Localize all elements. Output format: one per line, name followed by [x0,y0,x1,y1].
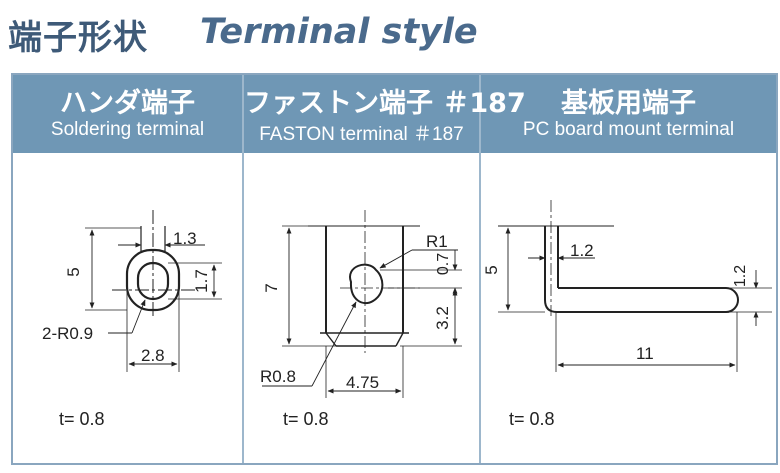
dim-label: 1.3 [173,229,197,248]
pcboard-terminal-drawing [498,200,772,372]
column-header-en: Soldering terminal [50,119,205,140]
column-header-faston: ファストン端子 ＃187 FASTON terminal ＃187 [244,75,526,153]
column-header-en: PC board mount terminal [522,119,735,140]
column-divider [242,75,244,463]
soldering-terminal-drawing [85,210,222,372]
dim-label: 0.7 [435,253,452,275]
column-header-jp: ファストン端子 ＃187 [244,88,526,119]
dim-label: 3.2 [433,306,452,330]
radius-label: R0.8 [260,367,296,386]
dim-label: 1.2 [570,241,594,260]
column-header-soldering: ハンダ端子 Soldering terminal [13,75,242,153]
terminal-style-table: ハンダ端子 Soldering terminal ファストン端子 ＃187 FA… [11,73,778,465]
dim-label: 4.75 [346,373,379,392]
dim-label: 7 [262,283,281,292]
radius-label: R1 [426,232,448,251]
dim-label: 11 [636,344,654,363]
thickness-label: t= 0.8 [59,409,105,429]
dim-label: 1.2 [732,265,749,287]
title-english: Terminal style [200,12,478,52]
dim-label: 5 [64,267,83,276]
dim-label: 5 [482,265,501,274]
column-header-jp: 基板用端子 [561,88,696,119]
thickness-label: t= 0.8 [283,409,329,429]
faston-terminal-drawing [262,210,462,398]
title-japanese: 端子形状 [8,18,148,58]
column-divider [479,75,481,463]
table-header-band [13,75,776,153]
column-header-jp: ハンダ端子 [60,88,195,119]
dim-label: 2.8 [141,346,165,365]
dim-label: 1.7 [192,269,211,293]
column-header-en: FASTON terminal ＃187 [259,124,464,145]
column-header-pcboard: 基板用端子 PC board mount terminal [481,75,776,153]
thickness-label: t= 0.8 [509,409,555,429]
radius-label: 2-R0.9 [42,324,93,343]
